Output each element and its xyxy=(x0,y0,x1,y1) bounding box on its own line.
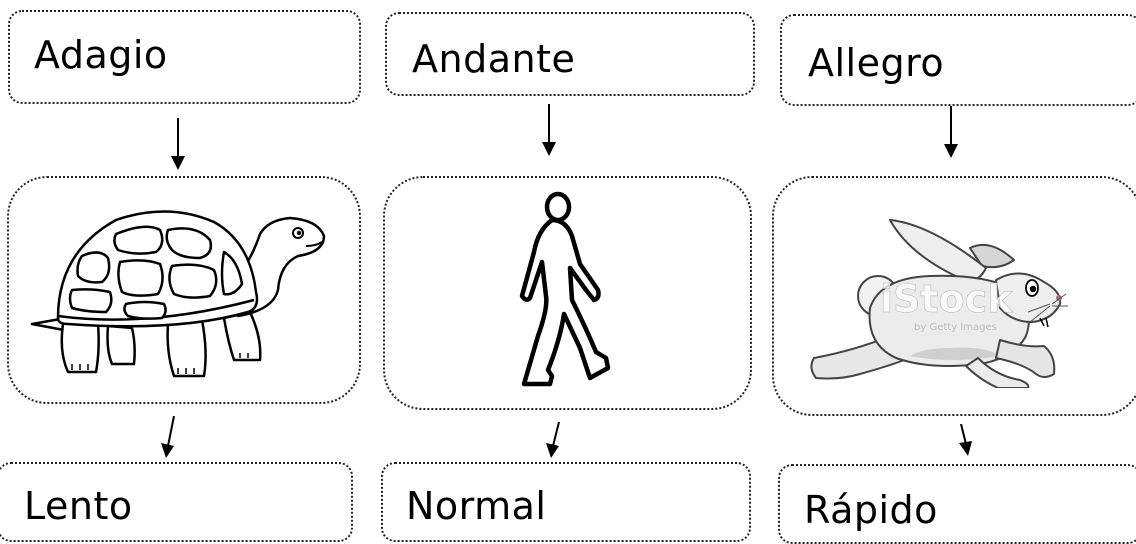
arrow-down-icon xyxy=(542,104,556,156)
term-label-allegro: Allegro xyxy=(808,41,945,85)
arrow-down-icon xyxy=(944,106,958,158)
term-label-adagio: Adagio xyxy=(34,33,168,77)
walking-person-icon xyxy=(519,191,611,387)
tortoise-icon xyxy=(30,210,326,378)
term-box-andante xyxy=(385,12,755,96)
meaning-label-normal: Normal xyxy=(406,484,547,528)
arrow-down-icon xyxy=(171,118,185,170)
arrow-down-icon xyxy=(959,424,972,456)
meaning-label-lento: Lento xyxy=(24,484,133,528)
term-box-allegro xyxy=(780,14,1136,106)
term-box-adagio xyxy=(8,10,361,104)
running-rabbit-icon: iStock by Getty Images xyxy=(810,219,1068,388)
meaning-label-rapido: Rápido xyxy=(804,488,938,532)
watermark-text: iStock xyxy=(880,277,1013,321)
watermark-subtext: by Getty Images xyxy=(914,322,997,333)
meaning-box-rapido xyxy=(778,464,1136,544)
arrow-down-icon xyxy=(546,422,560,458)
arrow-down-icon xyxy=(161,416,175,458)
term-label-andante: Andante xyxy=(412,37,576,81)
